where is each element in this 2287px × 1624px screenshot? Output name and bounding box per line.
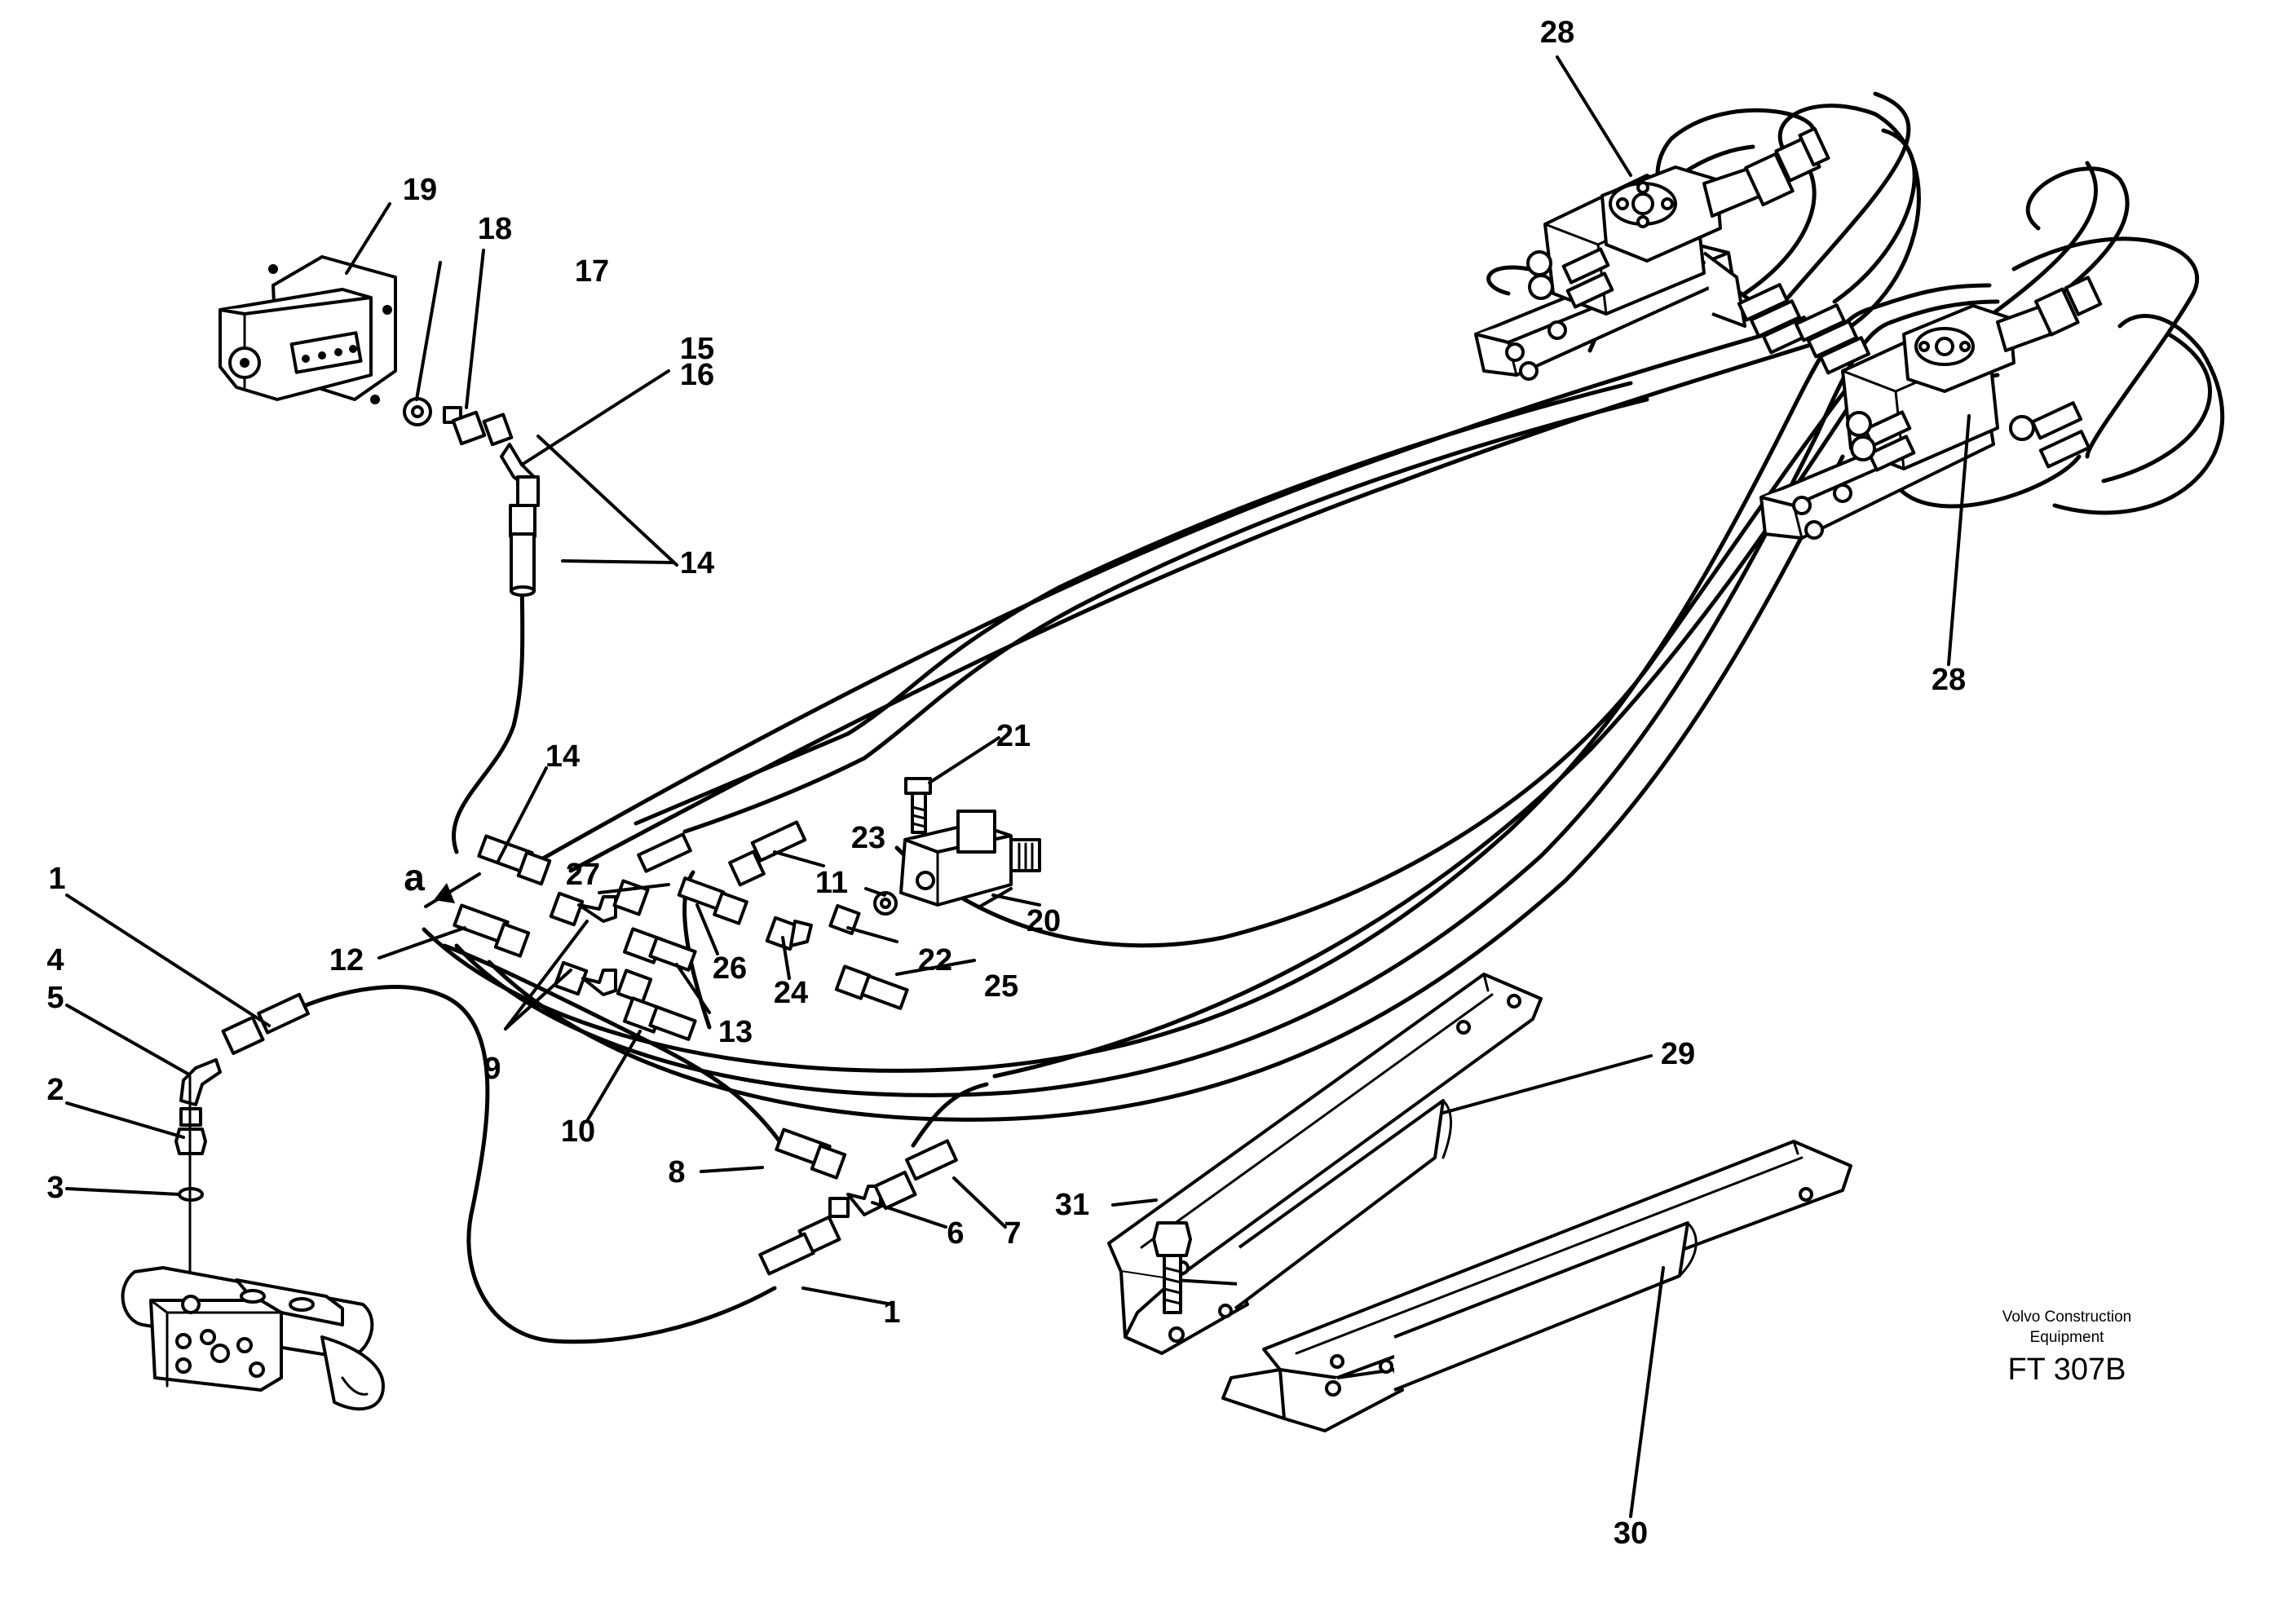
component-30-bracket — [1221, 1140, 1852, 1432]
callout-1: 1 — [48, 862, 65, 896]
component-31-bolt — [1152, 1221, 1192, 1314]
callout-21: 21 — [996, 719, 1031, 753]
callout-28: 28 — [1540, 15, 1574, 50]
brand-line-2: Equipment — [2030, 1329, 2105, 1346]
callout-22: 22 — [918, 943, 952, 977]
callout-29: 29 — [1661, 1037, 1695, 1071]
callout-10: 10 — [561, 1114, 595, 1149]
callout-25: 25 — [984, 969, 1018, 1004]
callout-6: 6 — [947, 1216, 964, 1251]
fittings-15-18 — [403, 397, 540, 597]
callout-13: 13 — [718, 1015, 753, 1049]
callout-9: 9 — [483, 1052, 501, 1086]
callout-5: 5 — [46, 981, 64, 1015]
component-28-lower-valve — [1759, 276, 2103, 540]
component-29-bracket — [1107, 973, 1543, 1355]
callout-3: 3 — [46, 1171, 64, 1205]
callout-15: 15 — [680, 332, 714, 366]
callout-23: 23 — [851, 821, 885, 855]
leader-lines — [65, 55, 1971, 1518]
callout-8: 8 — [668, 1155, 685, 1189]
callout-17: 17 — [575, 254, 609, 289]
callout-1: 1 — [883, 1295, 900, 1330]
callout-a: a — [404, 856, 425, 898]
callout-19: 19 — [403, 173, 437, 207]
callout-11: 11 — [815, 866, 848, 900]
callout-14: 14 — [545, 739, 580, 774]
component-2-bottom-block — [121, 1266, 385, 1411]
arrow-a — [434, 883, 455, 903]
component-19-valve-block — [219, 255, 397, 404]
lower-left-fittings — [174, 992, 310, 1326]
small-hoses — [299, 568, 989, 1344]
callout-26: 26 — [713, 951, 747, 986]
callout-2: 2 — [46, 1073, 64, 1107]
callout-7: 7 — [1004, 1216, 1021, 1251]
footer-caption: Volvo Construction Equipment FT 307B — [2002, 1308, 2131, 1387]
hose-bundle — [422, 91, 2225, 1122]
connector-cluster — [453, 820, 909, 1041]
callout-27: 27 — [566, 858, 600, 892]
callout-labels: 1 1 2 3 4 5 6 7 8 9 10 11 12 13 14 14 15… — [46, 15, 1966, 1551]
middle-lower-fittings — [758, 1128, 958, 1276]
figure-code: FT 307B — [2007, 1353, 2126, 1387]
callout-4: 4 — [46, 943, 64, 977]
callout-14: 14 — [680, 546, 714, 580]
component-28-upper-valve — [1474, 126, 1830, 381]
callout-31: 31 — [1055, 1188, 1089, 1222]
component-20-solenoid — [899, 777, 1041, 907]
brand-line-1: Volvo Construction — [2002, 1308, 2131, 1326]
callout-24: 24 — [774, 976, 808, 1010]
callout-18: 18 — [478, 212, 512, 246]
callout-16: 16 — [680, 358, 714, 392]
callout-30: 30 — [1614, 1516, 1648, 1551]
callout-12: 12 — [329, 943, 364, 977]
callout-28: 28 — [1932, 663, 1966, 697]
callout-20: 20 — [1027, 904, 1061, 938]
